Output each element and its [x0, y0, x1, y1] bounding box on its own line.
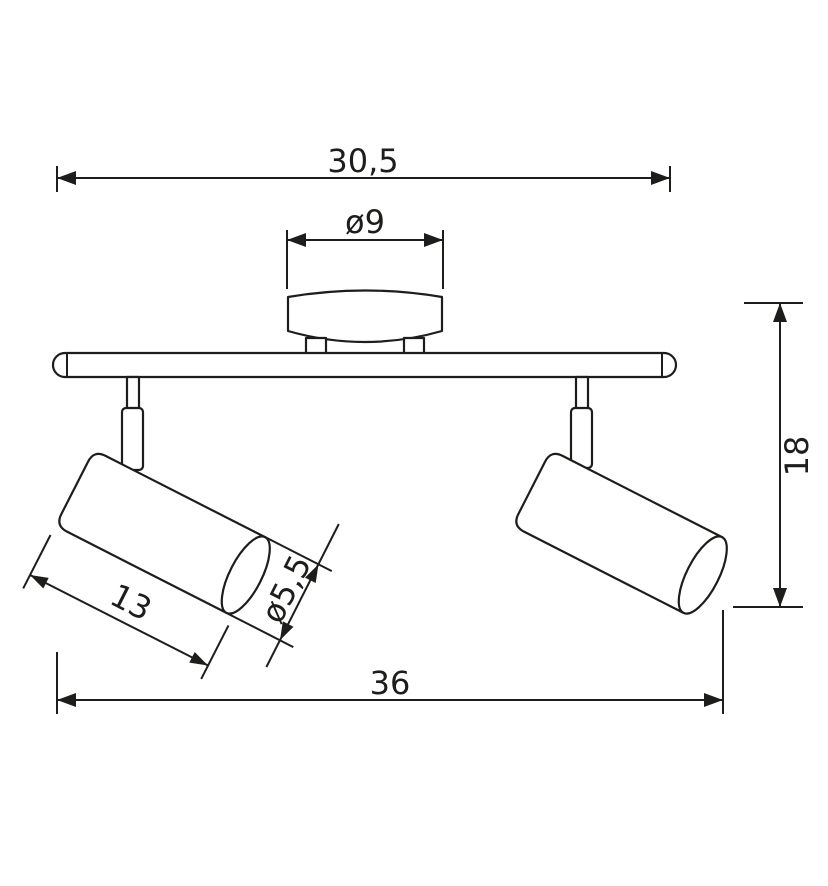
dim-top-width-arrow-right [651, 171, 670, 185]
dim-height-arrow-top [773, 303, 787, 322]
dim-spot-length-arrow-left [30, 575, 49, 589]
dim-spot-length-ext-left [22, 534, 52, 589]
dim-canopy-arrow-right [424, 233, 443, 247]
dim-spot-length-ext-right [200, 624, 230, 680]
dim-spot-length-line [29, 574, 209, 667]
spot-stem-left [120, 375, 145, 472]
dim-spot-diameter-arrow-top [305, 564, 319, 583]
dim-height-arrow-bottom [773, 588, 787, 607]
dim-top-width: 30,5 [56, 142, 671, 192]
dim-height-label: 18 [778, 436, 816, 477]
dim-top-width-label: 30,5 [327, 142, 398, 180]
mounting-bar [51, 351, 678, 379]
dim-total-width-arrow-right [704, 693, 723, 707]
dim-spot-diameter-ext-bottom [226, 612, 294, 648]
dim-total-width-arrow-left [57, 693, 76, 707]
dim-canopy-diameter-label: ø9 [345, 203, 385, 241]
dim-total-width-label: 36 [370, 664, 411, 702]
dim-spot-length-arrow-right [189, 652, 208, 666]
dim-spot-length-label: 13 [104, 576, 158, 628]
canopy-foot-right [402, 336, 426, 356]
dim-height: 18 [733, 302, 816, 608]
spot-head-left [54, 448, 281, 622]
dim-top-width-arrow-left [57, 171, 76, 185]
dim-canopy-diameter: ø9 [286, 203, 444, 289]
ceiling-canopy [286, 289, 444, 356]
dim-spot-diameter-arrow-bottom [280, 621, 294, 641]
dim-canopy-arrow-left [287, 233, 306, 247]
spot-stem-right [569, 375, 594, 470]
dim-spot-diameter-ext-top [264, 536, 333, 572]
dim-total-width: 36 [56, 610, 724, 714]
canopy-foot-left [304, 336, 328, 356]
spot-head-right [511, 448, 738, 622]
dim-spot-diameter-line [265, 523, 340, 668]
